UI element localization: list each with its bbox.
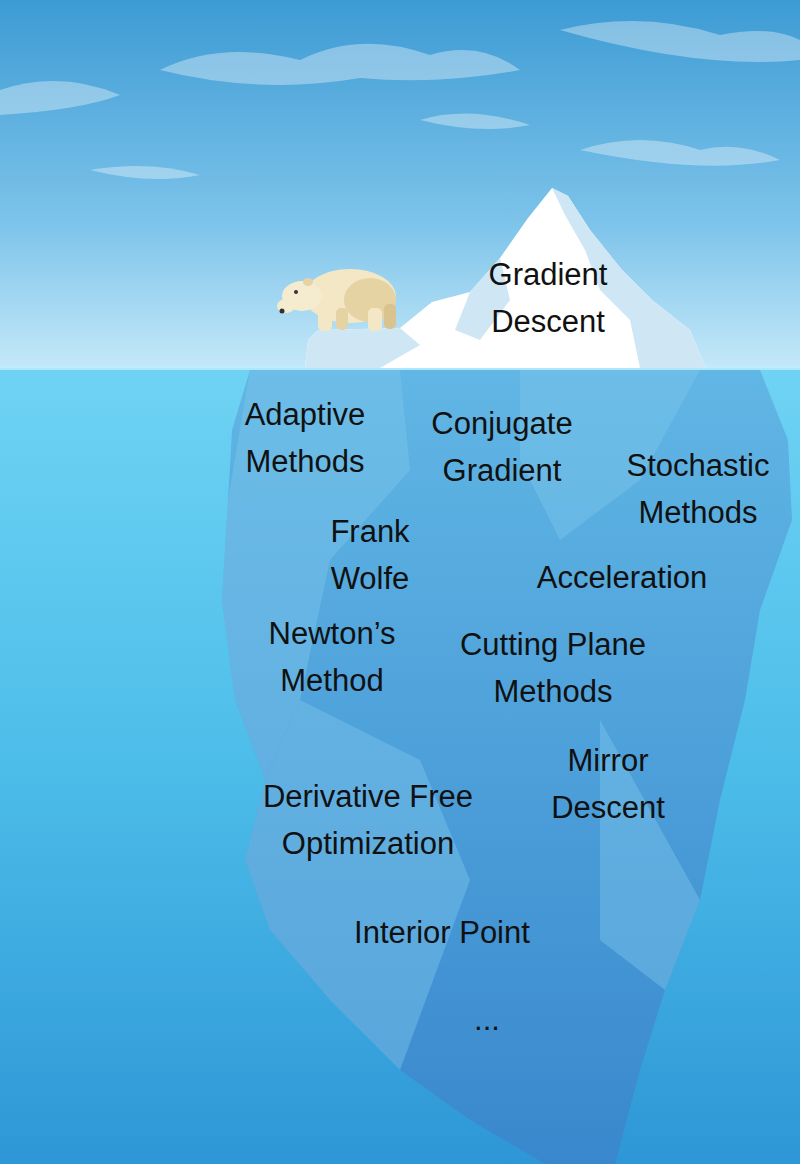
iceberg-label: Acceleration: [492, 554, 752, 601]
iceberg-label: Frank Wolfe: [313, 508, 428, 602]
iceberg-label: Stochastic Methods: [610, 442, 786, 536]
iceberg-label: Newton’s Method: [245, 610, 420, 704]
iceberg-label: Cutting Plane Methods: [448, 621, 658, 715]
iceberg-underwater: [222, 370, 792, 1164]
iceberg-label: ...: [447, 996, 527, 1043]
iceberg-label: Conjugate Gradient: [412, 400, 592, 494]
iceberg-label: Adaptive Methods: [220, 391, 390, 485]
clouds: [0, 21, 800, 179]
iceberg-label: Derivative Free Optimization: [243, 773, 493, 867]
iceberg-tip-shading: [305, 188, 706, 368]
iceberg-tip: [305, 188, 706, 368]
iceberg-label: Interior Point: [312, 909, 572, 956]
iceberg-label: Gradient Descent: [463, 251, 633, 345]
sky: [0, 0, 800, 368]
sea: [0, 368, 800, 1164]
polar-bear: [277, 269, 396, 331]
iceberg-label: Mirror Descent: [533, 737, 683, 831]
